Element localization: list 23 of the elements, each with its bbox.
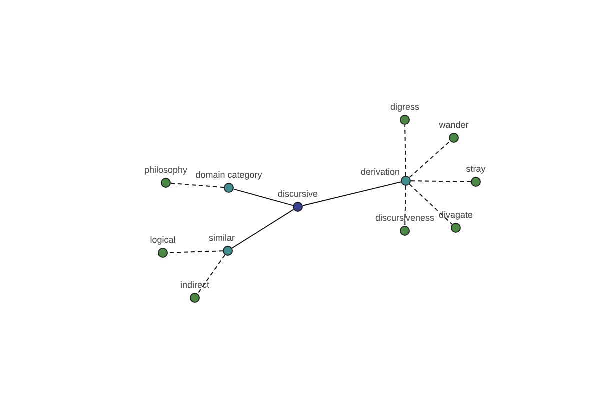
connector-line [409,184,453,226]
node-label: indirect [180,280,210,291]
node-label: stray [466,164,486,175]
connector-line [168,250,224,254]
connector-line [197,254,226,294]
node-label: domain category [196,170,262,181]
node-label: similar [209,233,235,244]
node-label: divagate [438,210,474,221]
node-label: philosophy [144,165,188,176]
connector-line [409,140,451,178]
connector-line [404,186,406,226]
connector-line [170,182,225,188]
connector-line [404,124,406,176]
node-label: digress [390,102,420,113]
connector-line [410,180,472,182]
node-label: wander [439,120,469,131]
node-label: derivation [360,167,400,178]
connector-line [302,182,402,206]
connector-line [232,209,294,249]
node-label: discursiveness [375,213,435,224]
node-label: logical [150,235,176,246]
node-label: discursive [278,189,318,200]
connector-line [233,188,294,206]
